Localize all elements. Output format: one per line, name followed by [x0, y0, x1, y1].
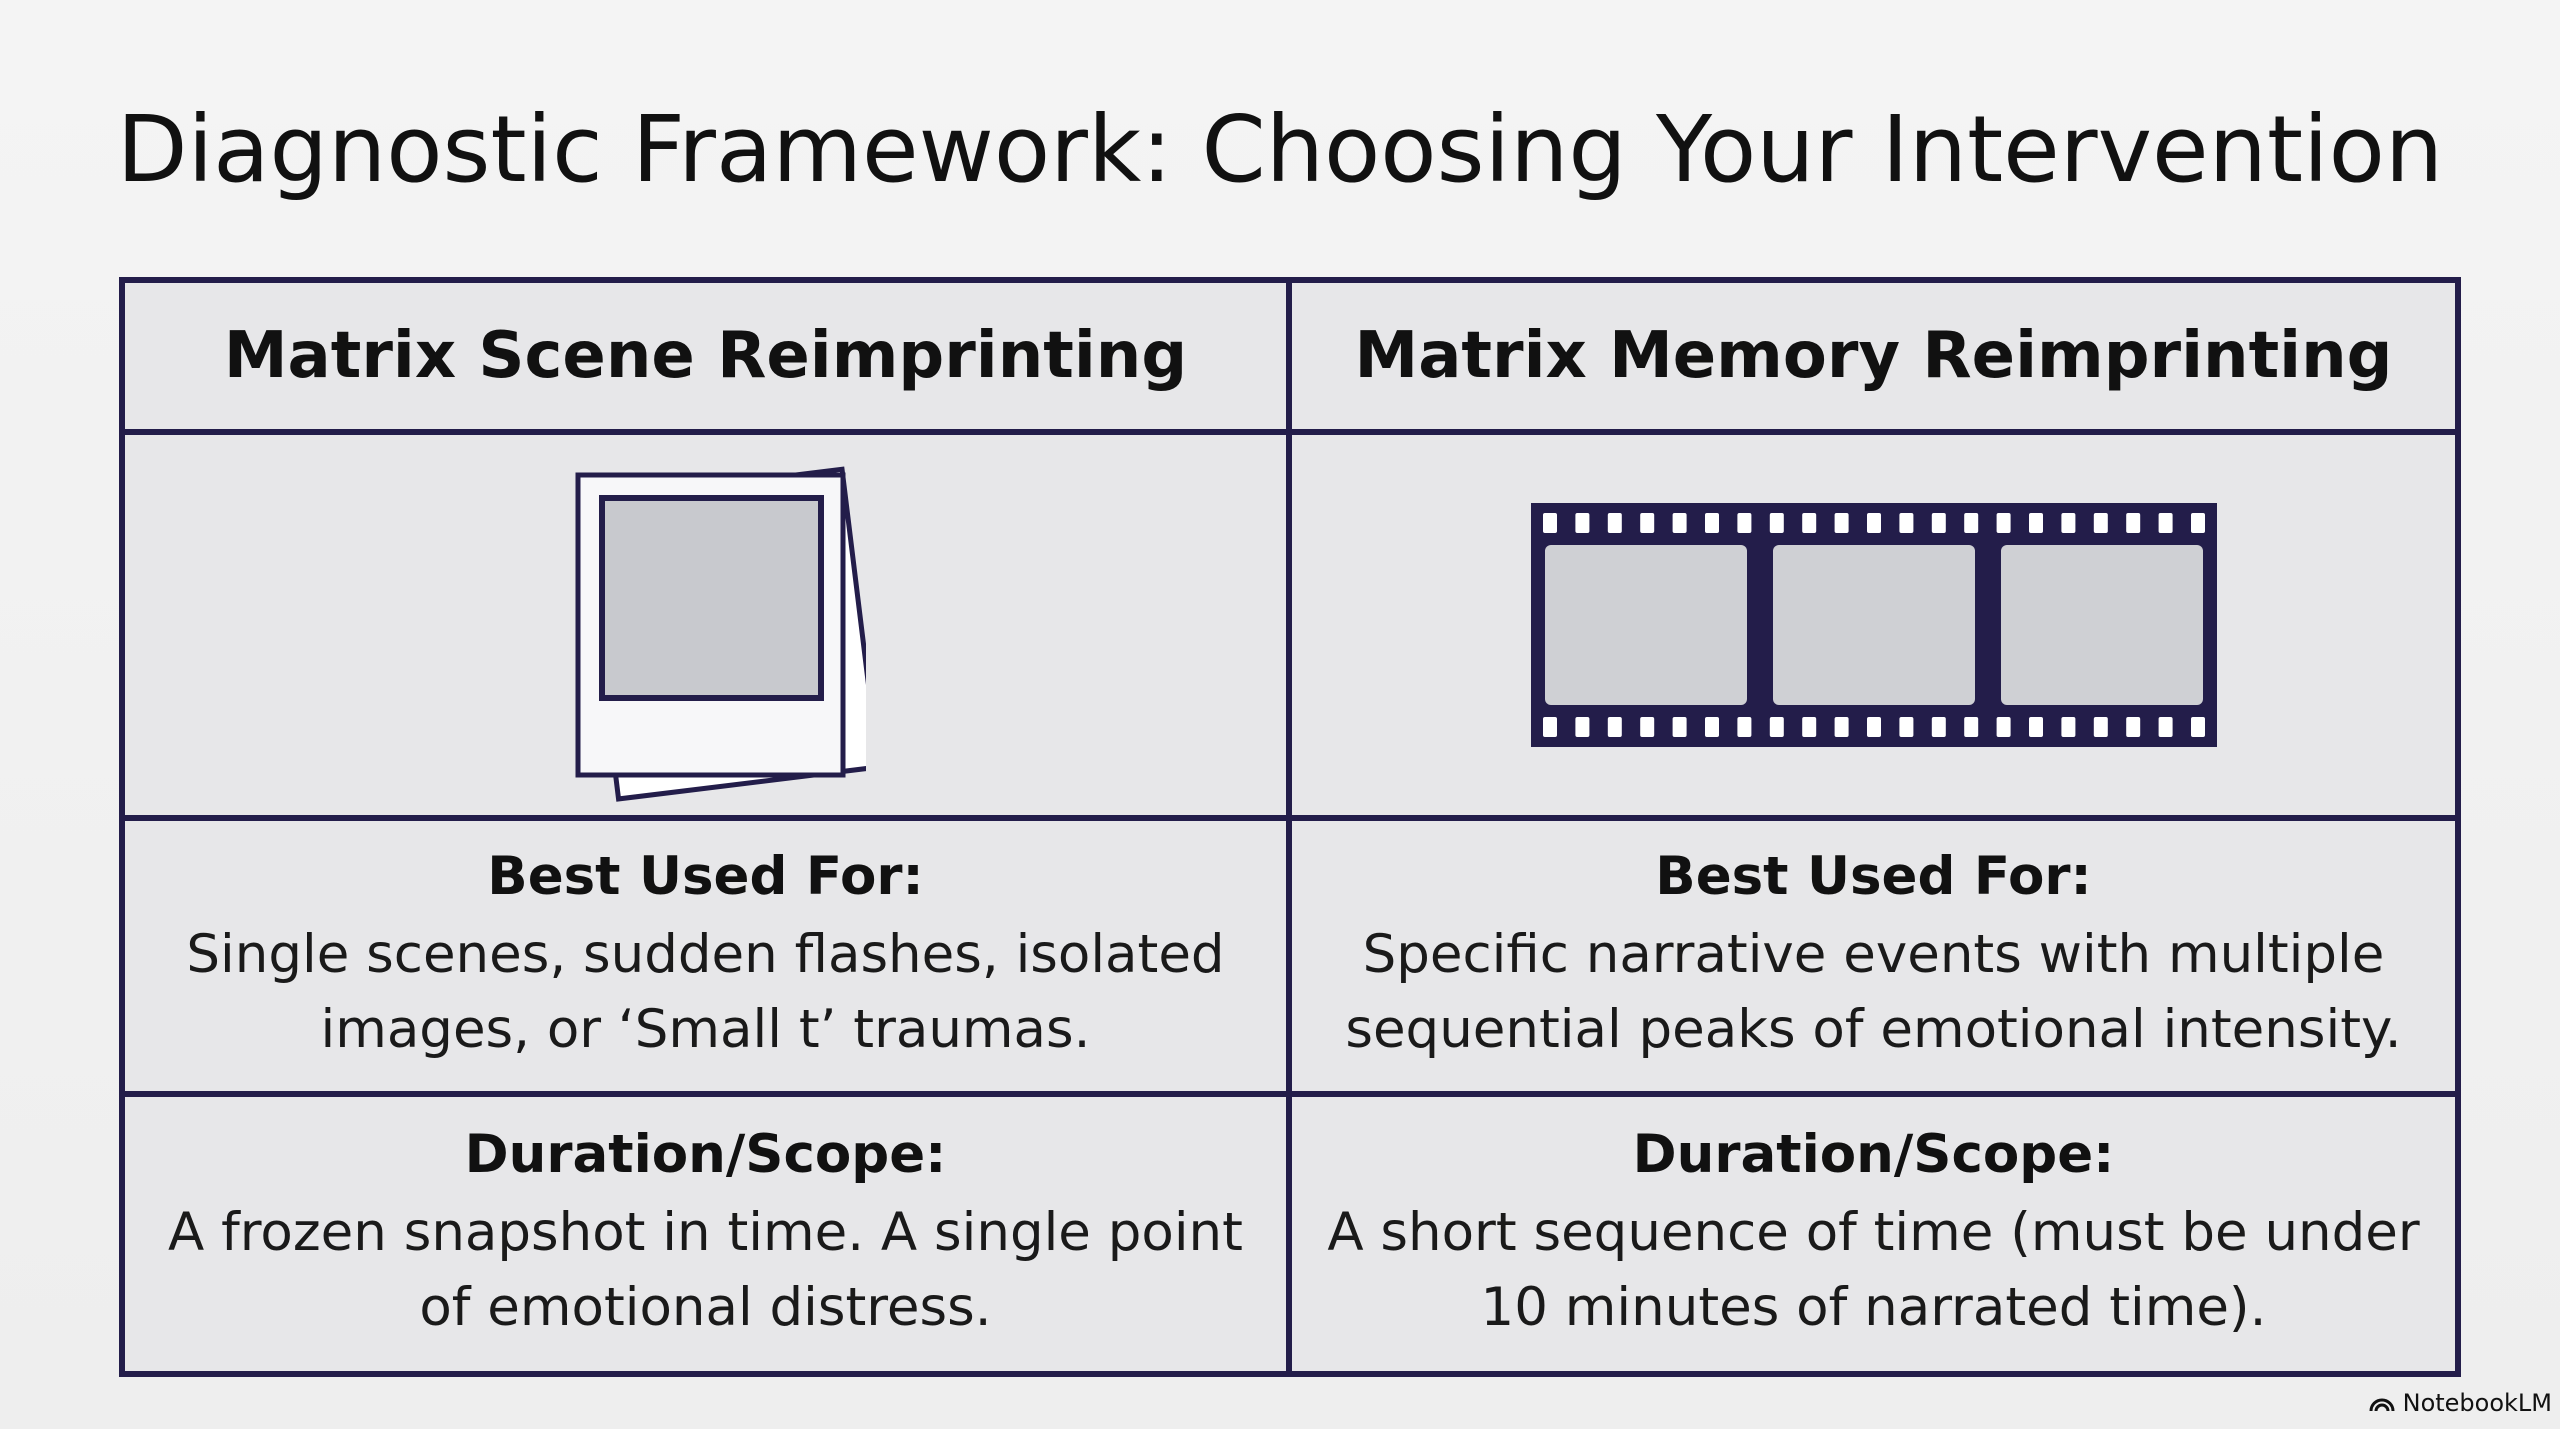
film-perforation [1866, 513, 1881, 533]
film-perforation [1639, 717, 1654, 737]
film-perforation [1801, 717, 1816, 737]
best-used-line: Specific narrative events with multiple [1362, 923, 2385, 985]
film-perforation [1801, 513, 1816, 533]
best-used-line: images, or ‘Small t’ traumas. [320, 998, 1091, 1060]
duration-label-memory: Duration/Scope: [1632, 1123, 2115, 1185]
film-perforation [1607, 717, 1622, 737]
film-perforation [1834, 513, 1849, 533]
film-perforation [1898, 717, 1913, 737]
film-perforation [1931, 513, 1946, 533]
duration-cell-memory: Duration/Scope: A short sequence of time… [1292, 1097, 2455, 1371]
best-used-text-scene: Single scenes, sudden flashes, isolated … [166, 917, 1244, 1067]
column-heading-scene: Matrix Scene Reimprinting [223, 319, 1188, 393]
icon-cell-scene [125, 435, 1292, 821]
film-perforation [2060, 717, 2075, 737]
brand-name: NotebookLM [2402, 1389, 2552, 1417]
film-perforation [1769, 717, 1784, 737]
comparison-table: Matrix Scene Reimprinting Matrix Memory … [119, 277, 2461, 1377]
best-used-line: sequential peaks of emotional intensity. [1345, 998, 2402, 1060]
film-perforation [2125, 513, 2140, 533]
film-strip-icon [1530, 503, 2217, 747]
film-perforation [1963, 717, 1978, 737]
film-perforation [2028, 717, 2043, 737]
best-used-cell-scene: Best Used For: Single scenes, sudden fla… [125, 821, 1292, 1097]
film-perforation [1931, 717, 1946, 737]
film-perforation [1672, 513, 1687, 533]
best-used-text-memory: Specific narrative events with multiple … [1325, 917, 2421, 1067]
film-perforation [1704, 513, 1719, 533]
film-perforation [1996, 717, 2011, 737]
notebooklm-logo-icon [2369, 1398, 2395, 1412]
film-perforation [2093, 717, 2108, 737]
duration-text-memory: A short sequence of time (must be under … [1307, 1195, 2439, 1345]
film-perforation [1542, 513, 1557, 533]
duration-text-scene: A frozen snapshot in time. A single poin… [148, 1195, 1263, 1345]
film-perforation [2158, 717, 2173, 737]
film-perforation [1996, 513, 2011, 533]
film-perforation [1866, 717, 1881, 737]
duration-cell-scene: Duration/Scope: A frozen snapshot in tim… [125, 1097, 1292, 1371]
film-perforation [1607, 513, 1622, 533]
film-perforation [1704, 717, 1719, 737]
best-used-line: Single scenes, sudden flashes, isolated [186, 923, 1225, 985]
film-perforation [1963, 513, 1978, 533]
film-perforation [1574, 717, 1589, 737]
film-perforation [2190, 717, 2205, 737]
best-used-cell-memory: Best Used For: Specific narrative events… [1292, 821, 2455, 1097]
header-cell-memory: Matrix Memory Reimprinting [1292, 283, 2455, 435]
best-used-label-scene: Best Used For: [487, 845, 924, 907]
film-perforation [1542, 717, 1557, 737]
film-perforation [1769, 513, 1784, 533]
slide-title: Diagnostic Framework: Choosing Your Inte… [116, 96, 2444, 203]
film-perforation [2028, 513, 2043, 533]
film-perforation [1736, 513, 1751, 533]
column-heading-memory: Matrix Memory Reimprinting [1354, 319, 2393, 393]
duration-line: A frozen snapshot in time. A single poin… [168, 1201, 1243, 1263]
film-perforation [1736, 717, 1751, 737]
duration-label-scene: Duration/Scope: [464, 1123, 947, 1185]
film-perforation [1672, 717, 1687, 737]
header-cell-scene: Matrix Scene Reimprinting [125, 283, 1292, 435]
duration-line: of emotional distress. [419, 1276, 992, 1338]
duration-line: A short sequence of time (must be under [1327, 1201, 2420, 1263]
film-perforation [2125, 717, 2140, 737]
film-perforation [2060, 513, 2075, 533]
duration-line: 10 minutes of narrated time). [1480, 1276, 2267, 1338]
film-perforation [2190, 513, 2205, 533]
film-perforation [2093, 513, 2108, 533]
best-used-label-memory: Best Used For: [1655, 845, 2092, 907]
icon-cell-memory [1292, 435, 2455, 821]
film-perforation [1639, 513, 1654, 533]
film-perforation [1574, 513, 1589, 533]
film-perforation [2158, 513, 2173, 533]
film-perforation [1834, 717, 1849, 737]
film-perforation [1898, 513, 1913, 533]
photo-stack-icon [575, 466, 866, 802]
brand-watermark: NotebookLM [2369, 1389, 2552, 1417]
